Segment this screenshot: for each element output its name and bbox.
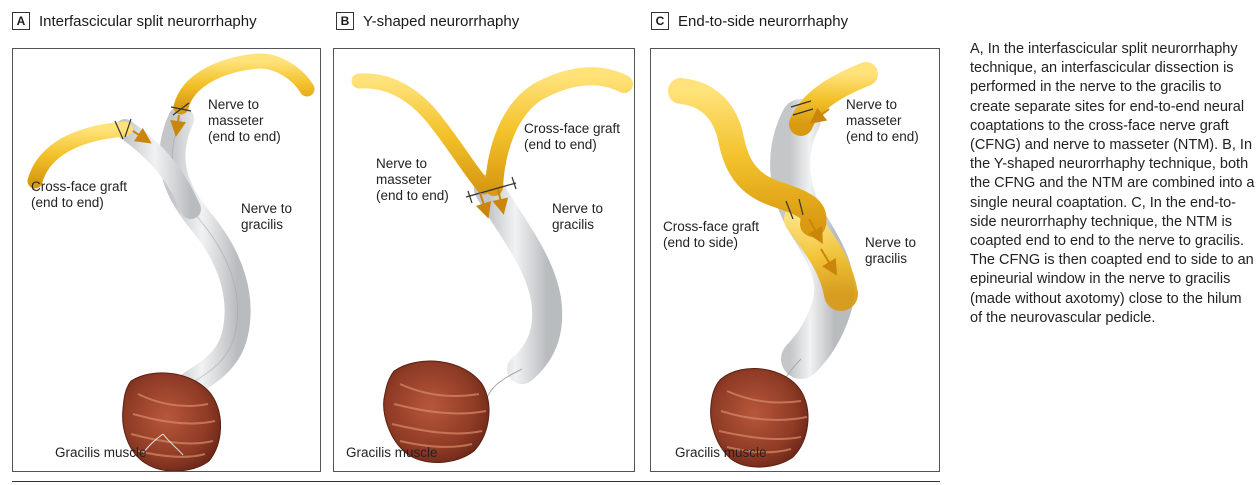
panel-c-badge: C: [651, 12, 669, 30]
panel-b-gracilis-nerve: [489, 189, 547, 369]
panel-c-label-muscle: Gracilis muscle: [675, 445, 767, 461]
panel-a-title: Interfascicular split neurorrhaphy: [39, 13, 257, 30]
panel-a-badge: A: [12, 12, 30, 30]
panel-c-figure: Nerve to masseter (end to end) Cross-fac…: [650, 48, 940, 472]
panel-a-gracilis-nerve: [172, 119, 237, 389]
panel-c-label-graft: Cross-face graft (end to side): [663, 219, 759, 251]
panel-a-label-gracilis-nerve: Nerve to gracilis: [241, 201, 292, 233]
panel-a-label-masseter: Nerve to masseter (end to end): [208, 97, 281, 145]
panel-b-label-gracilis-nerve: Nerve to gracilis: [552, 201, 603, 233]
panel-b-header: B Y-shaped neurorrhaphy: [336, 10, 519, 32]
panel-b-illustration: [334, 49, 635, 472]
panel-b-label-graft: Cross-face graft (end to end): [524, 121, 620, 153]
panel-a-label-graft: Cross-face graft (end to end): [31, 179, 127, 211]
panel-a-label-muscle: Gracilis muscle: [55, 445, 147, 461]
panel-a-figure: Nerve to masseter (end to end) Cross-fac…: [12, 48, 321, 472]
panel-b-badge: B: [336, 12, 354, 30]
panel-c-title: End-to-side neurorrhaphy: [678, 13, 848, 30]
panel-c-label-gracilis-nerve: Nerve to gracilis: [865, 235, 916, 267]
figure-baseline: [12, 481, 940, 482]
panel-c-header: C End-to-side neurorrhaphy: [651, 10, 848, 32]
panel-c-label-masseter: Nerve to masseter (end to end): [846, 97, 919, 145]
panel-b-title: Y-shaped neurorrhaphy: [363, 13, 519, 30]
panel-a-header: A Interfascicular split neurorrhaphy: [12, 10, 257, 32]
panel-a-cross-face-graft: [35, 129, 125, 181]
panel-b-label-masseter: Nerve to masseter (end to end): [376, 156, 449, 204]
figure-caption: A, In the interfascicular split neurorrh…: [970, 40, 1255, 328]
panel-b-label-muscle: Gracilis muscle: [346, 445, 438, 461]
panel-b-figure: Cross-face graft (end to end) Nerve to m…: [333, 48, 635, 472]
